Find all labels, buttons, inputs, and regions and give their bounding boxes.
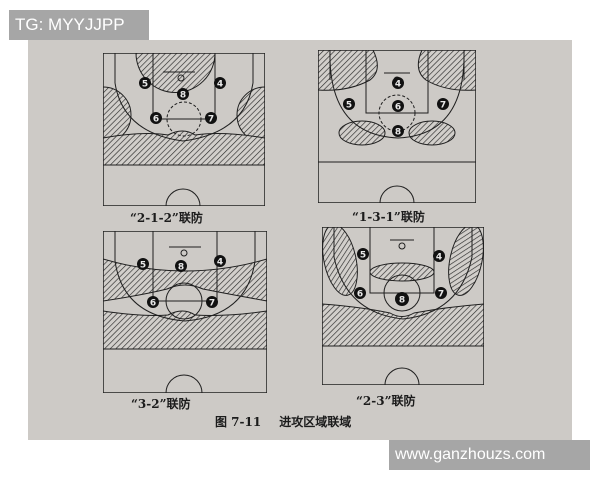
- player-7: 7: [440, 101, 446, 111]
- court-diagram-2-3: 5 4 6 7 8: [322, 227, 484, 385]
- player-7: 7: [208, 115, 214, 125]
- watermark-bottom: www.ganzhouzs.com: [389, 440, 590, 470]
- player-4: 4: [217, 258, 223, 268]
- player-4: 4: [395, 80, 401, 90]
- caption-2-1-2: “2-1-2”联防: [130, 211, 203, 225]
- court-diagram-2-1-2: 5 4 8 6 7: [103, 53, 265, 206]
- player-8: 8: [399, 296, 405, 306]
- caption-2-3: “2-3”联防: [356, 394, 416, 408]
- figure-number: 图 7-11: [215, 415, 262, 429]
- player-4: 4: [436, 253, 442, 263]
- player-8: 8: [395, 128, 401, 138]
- player-5: 5: [142, 80, 148, 90]
- caption-3-2: “3-2”联防: [131, 397, 191, 411]
- player-6: 6: [150, 299, 156, 309]
- player-7: 7: [209, 299, 215, 309]
- court-diagram-1-3-1: 4 5 6 7 8: [318, 50, 476, 203]
- player-6: 6: [357, 290, 363, 300]
- figure-title-text: 进攻区域联域: [279, 415, 352, 429]
- caption-1-3-1: “1-3-1”联防: [352, 210, 425, 224]
- player-5: 5: [360, 251, 366, 261]
- player-6: 6: [395, 103, 401, 113]
- watermark-top: TG: MYYJJPP: [9, 10, 149, 40]
- court-diagram-3-2: 5 8 4 6 7: [103, 231, 267, 393]
- player-4: 4: [217, 80, 223, 90]
- player-8: 8: [180, 91, 186, 101]
- player-5: 5: [140, 261, 146, 271]
- player-5: 5: [346, 101, 352, 111]
- player-8: 8: [178, 263, 184, 273]
- figure-title: 图 7-11 进攻区域联域: [215, 413, 351, 430]
- player-7: 7: [438, 290, 444, 300]
- player-6: 6: [153, 115, 159, 125]
